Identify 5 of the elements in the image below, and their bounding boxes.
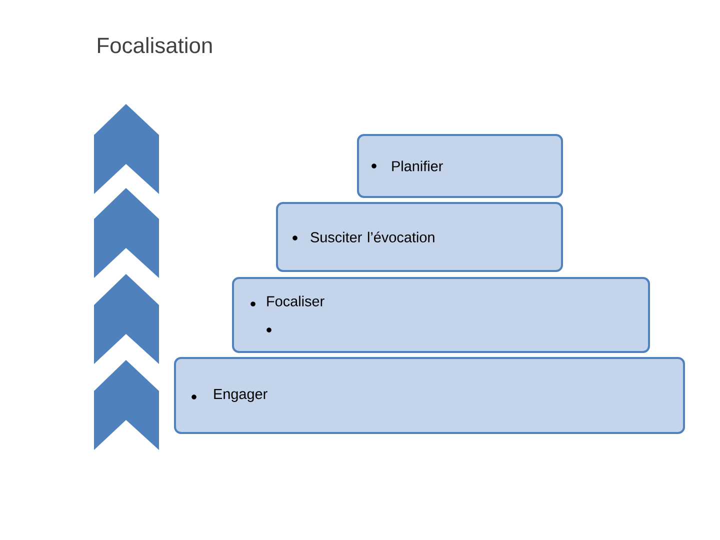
step-box: Planifier	[357, 134, 563, 198]
step-box: Engager	[174, 357, 685, 434]
title: Focalisation	[98, 37, 212, 54]
step-box: Susciter l’évocation	[276, 202, 563, 272]
step-box: Focaliser	[232, 277, 650, 353]
